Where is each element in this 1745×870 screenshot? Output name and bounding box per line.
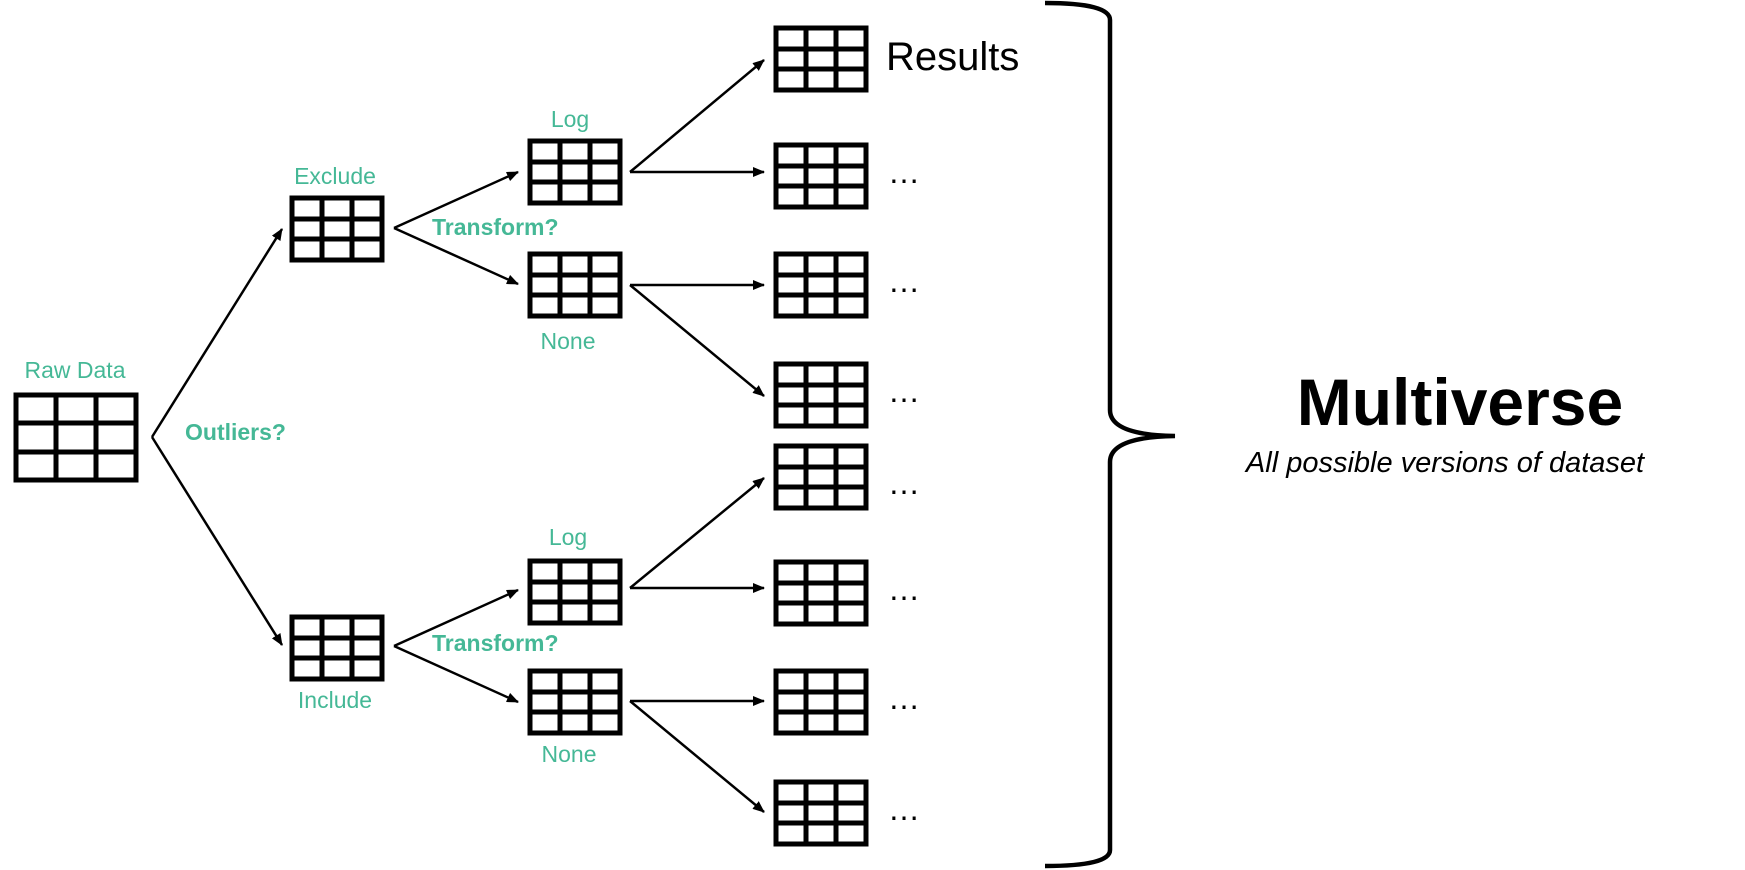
arrow-include-to-log (393, 588, 519, 648)
multiverse-title: Multiverse (1297, 365, 1623, 439)
arrow-raw-to-exclude (150, 228, 284, 438)
arrow-log-bottom-to-result-5 (629, 477, 765, 589)
table-icon-none-top (527, 251, 623, 319)
table-icon-raw-data (13, 392, 139, 483)
arrow-log-top-to-result-1 (629, 59, 765, 173)
node-label-raw-data: Raw Data (25, 357, 126, 383)
table-icon-result-3 (773, 251, 869, 319)
result-ellipsis-6: … (888, 571, 920, 607)
question-label-transform-bottom: Transform? (432, 630, 559, 656)
table-icon-log-top (527, 138, 623, 206)
node-label-exclude: Exclude (294, 163, 376, 189)
node-label-none-bottom: None (542, 741, 597, 767)
arrow-none-bottom-to-result-8 (629, 700, 765, 813)
arrow-raw-to-include (150, 436, 284, 646)
arrow-exclude-to-log (393, 170, 519, 230)
arrow-none-top-to-result-4 (629, 284, 765, 397)
multiverse-brace (1044, 0, 1176, 869)
table-icon-result-2 (773, 142, 869, 210)
table-icon-result-4 (773, 361, 869, 429)
results-label: Results (886, 35, 1019, 79)
node-label-include: Include (298, 687, 372, 713)
table-icon-result-8 (773, 779, 869, 847)
question-label-outliers: Outliers? (185, 419, 286, 445)
arrow-exclude-to-none (393, 226, 519, 286)
result-ellipsis-5: … (888, 465, 920, 501)
table-icon-include (289, 614, 385, 682)
result-ellipsis-7: … (888, 680, 920, 716)
node-label-log-top: Log (551, 106, 589, 132)
table-icon-result-7 (773, 668, 869, 736)
result-ellipsis-2: … (888, 154, 920, 190)
node-label-log-bottom: Log (549, 524, 587, 550)
result-ellipsis-4: … (888, 373, 920, 409)
node-label-none-top: None (541, 328, 596, 354)
question-label-transform-top: Transform? (432, 214, 559, 240)
table-icon-log-bottom (527, 558, 623, 626)
table-icon-result-1 (773, 25, 869, 93)
arrow-include-to-none (393, 644, 519, 704)
multiverse-subtitle: All possible versions of dataset (1244, 447, 1646, 479)
table-icon-exclude (289, 195, 385, 263)
result-ellipsis-8: … (888, 791, 920, 827)
table-icon-result-5 (773, 443, 869, 511)
table-icon-none-bottom (527, 668, 623, 736)
edge-arrows (150, 59, 765, 813)
result-ellipsis-3: … (888, 263, 920, 299)
table-icon-result-6 (773, 559, 869, 627)
